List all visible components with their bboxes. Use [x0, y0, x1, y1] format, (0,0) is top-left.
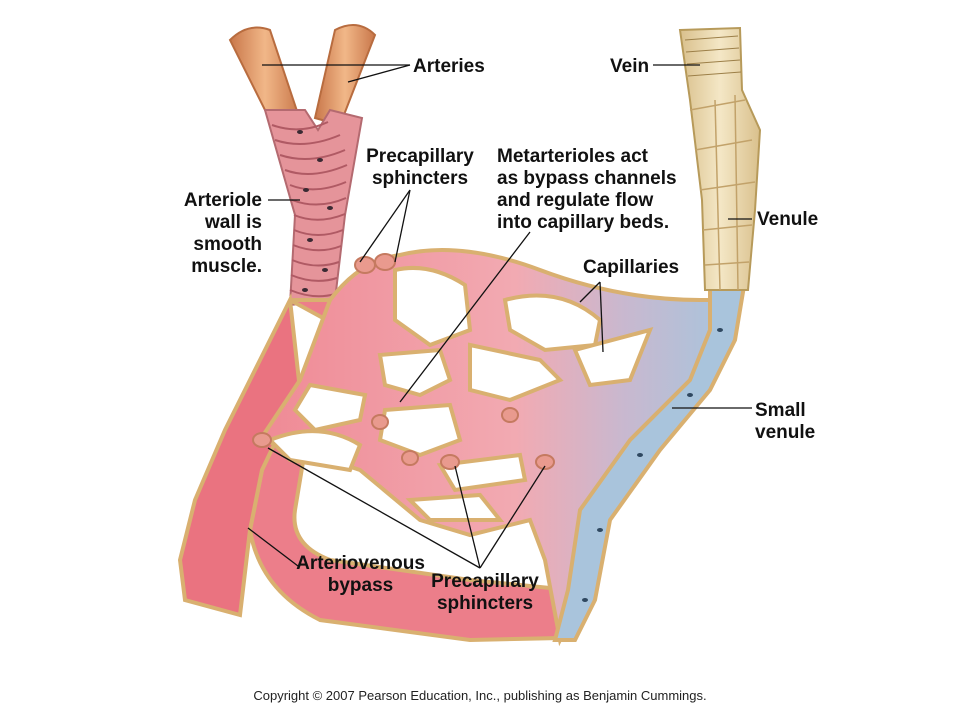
- copyright-notice: Copyright © 2007 Pearson Education, Inc.…: [253, 688, 707, 703]
- label-line: Metarterioles act: [497, 146, 649, 167]
- endothelial-cell-outlines: [689, 94, 756, 291]
- label-line: Precapillary: [431, 571, 539, 592]
- arteriole: [263, 108, 364, 307]
- label-vein: Vein: [610, 56, 650, 77]
- label-line: venule: [755, 422, 816, 443]
- label-line: Arteriovenous: [296, 553, 425, 574]
- label-line: bypass: [327, 575, 394, 596]
- precapillary-sphincter-markers: [252, 253, 555, 470]
- venules: [552, 278, 748, 642]
- label-line: wall is: [204, 212, 262, 233]
- leader-capillaries-a: [579, 281, 601, 303]
- leader-precap-bottom-a: [267, 447, 481, 569]
- label-line: smooth: [193, 234, 262, 255]
- label-line: Precapillary: [366, 146, 474, 167]
- label-line: and regulate flow: [497, 190, 654, 211]
- label-precapillary-top: Precapillary sphincters: [360, 146, 480, 190]
- label-line: Arteriole: [183, 190, 262, 211]
- smooth-muscle-bands: [271, 121, 348, 298]
- vein: [678, 26, 762, 291]
- leader-arteries-right: [347, 64, 411, 83]
- label-metarterioles: Metarterioles act as bypass channels and…: [497, 146, 677, 234]
- label-precapillary-bottom: Precapillary sphincters: [425, 571, 545, 615]
- leader-precap-bottom-b: [454, 465, 481, 569]
- label-arteriole-wall: Arteriole wall is smooth muscle.: [150, 190, 262, 278]
- leader-precap-top-a: [359, 189, 411, 263]
- label-line: as bypass channels: [497, 168, 677, 189]
- label-capillaries: Capillaries: [583, 257, 680, 278]
- label-line: muscle.: [191, 256, 262, 277]
- label-venule: Venule: [757, 209, 819, 230]
- small-venule-vessel: [552, 278, 748, 642]
- label-line: sphincters: [436, 593, 534, 614]
- venule-nuclei: [582, 328, 723, 602]
- leader-arteriovenous: [247, 527, 299, 567]
- label-arteriovenous-bypass: Arteriovenous bypass: [288, 553, 433, 597]
- muscle-cell-nuclei: [297, 130, 333, 292]
- leader-capillaries-b: [599, 281, 604, 353]
- arteriole-body: [263, 108, 364, 307]
- leader-precap-bottom-c: [479, 465, 546, 569]
- label-line: Small: [755, 400, 806, 421]
- artery-left: [228, 26, 302, 132]
- label-line: sphincters: [371, 168, 469, 189]
- arteries: [228, 24, 377, 132]
- leader-precap-top-b: [394, 189, 411, 263]
- vein-fibrous-texture: [684, 35, 742, 77]
- label-arteries: Arteries: [413, 56, 485, 77]
- label-line: into capillary beds.: [497, 212, 670, 233]
- artery-right: [313, 24, 377, 127]
- vein-tube: [678, 26, 762, 291]
- leader-lines: [247, 64, 752, 569]
- leader-metarterioles: [399, 231, 531, 403]
- label-small-venule: Small venule: [755, 400, 815, 444]
